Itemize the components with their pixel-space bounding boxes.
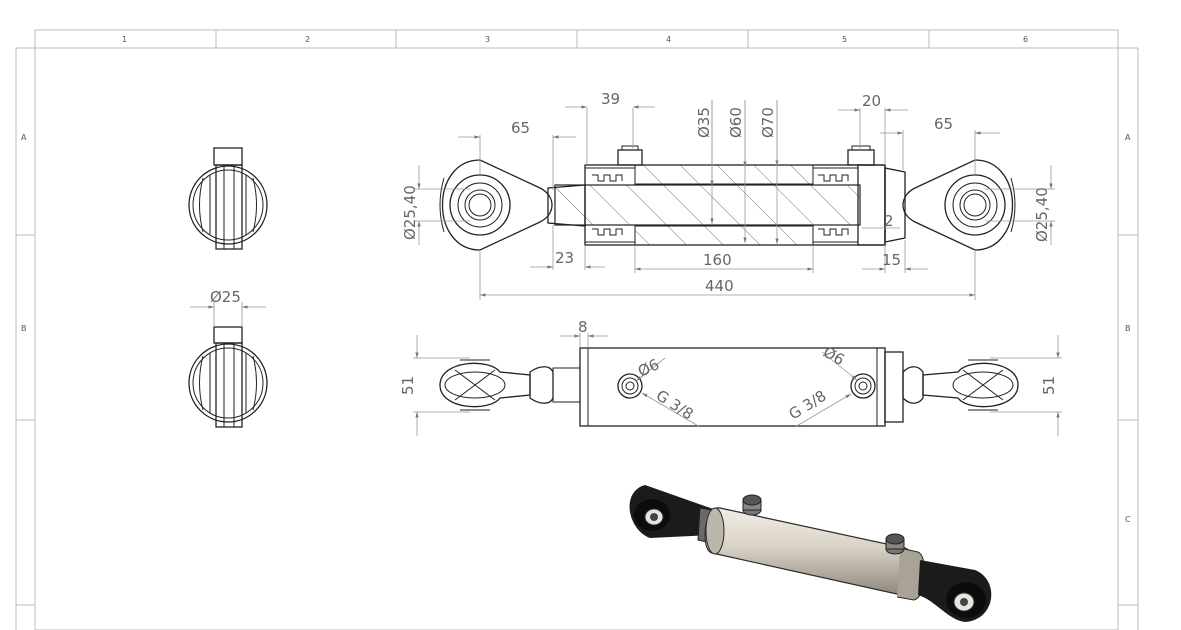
dim-51-right: 51 [1040, 376, 1058, 395]
dim-dia25: Ø25 [210, 288, 241, 306]
dim-dia2540-left: Ø25,40 [401, 185, 419, 240]
dim-20: 20 [862, 92, 881, 110]
zone-row-right-c: C [1125, 515, 1131, 524]
dim-160: 160 [703, 251, 732, 269]
dim-8: 8 [578, 318, 588, 336]
iso-rod-end-right [918, 560, 992, 622]
end-view-top [188, 147, 268, 250]
zone-row-left-a: A [21, 133, 27, 142]
section-dimensions: 39 65 Ø35 Ø60 Ø70 20 65 Ø25,40 [401, 90, 1055, 300]
dim-440: 440 [705, 277, 734, 295]
section-view [439, 145, 1016, 251]
zone-col-1: 1 [122, 35, 127, 44]
dim-dia35: Ø35 [695, 107, 713, 138]
dim-39: 39 [601, 90, 620, 108]
dim-23: 23 [555, 249, 574, 267]
dim-dia2540-right: Ø25,40 [1033, 187, 1051, 242]
dim-dia70: Ø70 [759, 107, 777, 138]
end-view-bottom: Ø25 [188, 288, 268, 428]
dim-dia6-right: Ø6 [820, 343, 847, 369]
dim-dia6-left: Ø6 [635, 355, 662, 380]
dim-dia60: Ø60 [727, 107, 745, 138]
zone-labels: 1 2 3 4 5 6 A B A B C [21, 35, 1131, 524]
dim-65-left: 65 [511, 119, 530, 137]
zone-col-5: 5 [842, 35, 847, 44]
zone-row-right-a: A [1125, 133, 1131, 142]
zone-col-6: 6 [1023, 35, 1028, 44]
dim-51-left: 51 [399, 376, 417, 395]
isometric-view [629, 485, 992, 622]
dim-2: 2 [884, 212, 894, 230]
dim-g38-left: G 3/8 [653, 386, 697, 423]
zone-row-left-b: B [21, 324, 27, 333]
drawing-border [15, 29, 1139, 630]
side-view [439, 347, 1019, 427]
iso-rod-end-left [629, 485, 716, 538]
zone-col-2: 2 [305, 35, 310, 44]
zone-col-4: 4 [666, 35, 671, 44]
dim-15: 15 [882, 251, 901, 269]
dim-g38-right: G 3/8 [786, 387, 830, 424]
zone-row-right-b: B [1125, 324, 1131, 333]
zone-col-3: 3 [485, 35, 490, 44]
dim-65-right: 65 [934, 115, 953, 133]
